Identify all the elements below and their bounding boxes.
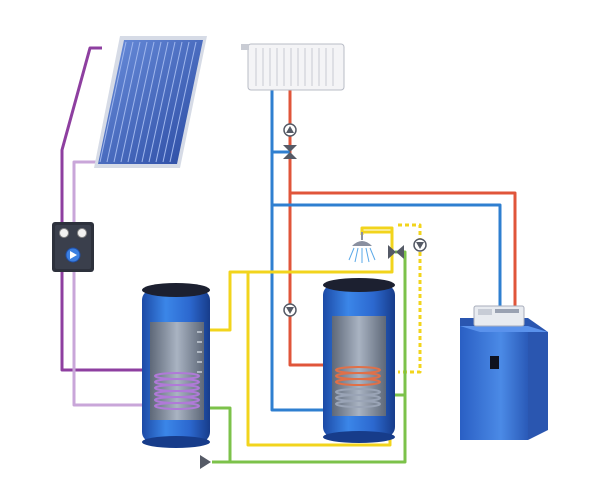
circulation-pipe <box>398 223 422 374</box>
cold-coil <box>335 388 381 408</box>
hot-water-pipe <box>205 230 394 332</box>
solar-collector <box>94 36 207 168</box>
thermostatic-valve <box>388 245 404 259</box>
shower-head <box>348 232 376 263</box>
heating-return-pipe <box>270 90 345 412</box>
heating-pump <box>283 123 297 137</box>
solar-flow-pipe <box>60 46 160 372</box>
cold-water-tank1-pipe <box>205 406 232 462</box>
radiator <box>241 43 345 91</box>
boiler-window <box>490 356 499 369</box>
boiler-return-pipe <box>272 203 502 318</box>
pressure-gauge-right <box>77 228 87 238</box>
tank-charge-pump <box>283 303 297 317</box>
collector-tubes <box>99 41 197 163</box>
circulation-pump <box>413 238 427 252</box>
mixing-valve <box>283 145 297 159</box>
boiler-coil <box>335 366 381 386</box>
solar-buffer-tank <box>142 283 210 448</box>
hot-water-tank <box>323 278 395 443</box>
solar-pump-station <box>52 222 94 272</box>
hot-water-return-pipe <box>360 226 394 235</box>
boiler <box>460 305 548 440</box>
solar-coil <box>154 372 200 410</box>
solar-return-pipe <box>72 160 160 407</box>
pressure-gauge-left <box>59 228 69 238</box>
tank-gauge-ticks <box>197 331 202 373</box>
cold-water-inlet-arrow <box>200 455 211 469</box>
boiler-flow-pipe <box>290 191 517 318</box>
